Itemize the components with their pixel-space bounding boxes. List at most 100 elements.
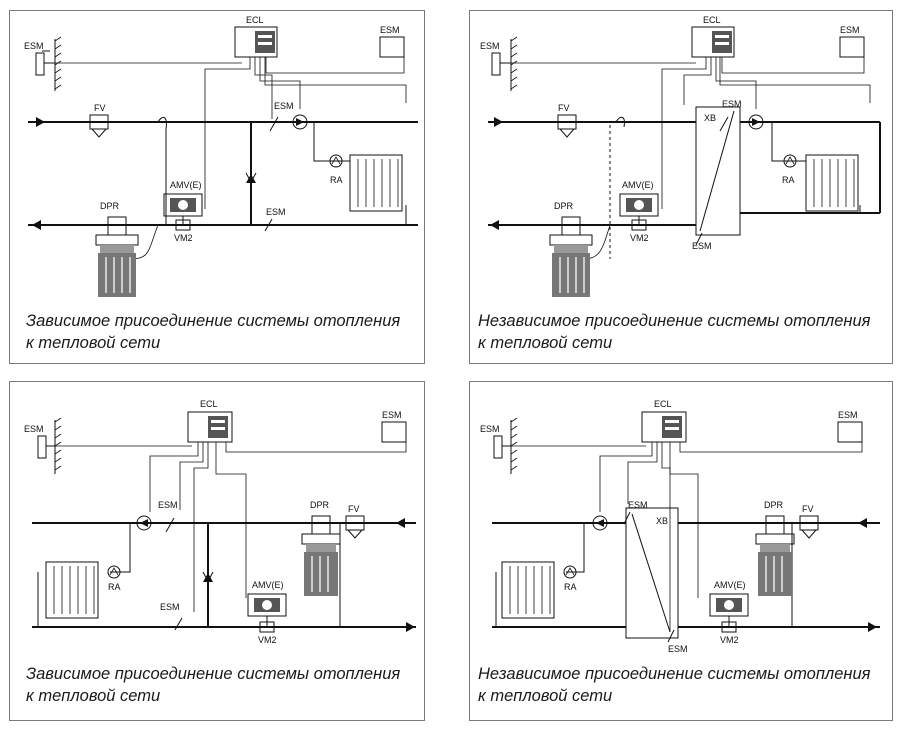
esm-label: ESM <box>628 500 648 510</box>
radiator-valve: RA <box>782 154 797 185</box>
outdoor-sensor: ESM <box>24 417 192 474</box>
diagram-dependent-bottom: ESM ECL ESM ESM <box>24 399 416 645</box>
actuator-amv: AMV(E) <box>163 180 203 225</box>
ecl-label: ECL <box>703 15 721 25</box>
pressure-regulator-dpr: DPR <box>95 201 139 297</box>
esm-label: ESM <box>266 207 286 217</box>
esm-label: ESM <box>24 424 44 434</box>
fv-label: FV <box>802 504 814 514</box>
caption-line1: Независимое присоединение системы отопле… <box>478 665 871 683</box>
filter-fv: FV <box>345 504 365 539</box>
radiator <box>501 561 555 619</box>
motorized-valve-vm2: VM2 <box>174 219 193 243</box>
radiator <box>349 154 403 212</box>
esm-label: ESM <box>668 644 688 654</box>
filter-fv: FV <box>89 103 109 138</box>
ecl-label: ECL <box>200 399 218 409</box>
xb-label: XB <box>656 516 668 526</box>
esm-label: ESM <box>480 424 500 434</box>
xb-label: XB <box>704 113 716 123</box>
ecl-controller: ECL <box>691 15 735 58</box>
motorized-valve-vm2: VM2 <box>258 621 277 645</box>
esm-label: ESM <box>840 25 860 35</box>
outdoor-sensor: ESM <box>24 36 242 91</box>
ra-label: RA <box>782 175 795 185</box>
radiator-valve: RA <box>329 154 343 185</box>
diagram-independent-top: ESM ECL ESM XB <box>480 15 881 297</box>
actuator-amv: AMV(E) <box>619 180 659 225</box>
outdoor-sensor: ESM <box>480 36 696 91</box>
panel-dependent-bottom: ESM ECL ESM ESM <box>9 381 425 721</box>
ecl-controller: ECL <box>234 15 278 58</box>
filter-fv: FV <box>557 103 577 138</box>
actuator-amv: AMV(E) <box>709 580 749 627</box>
radiator-valve: RA <box>563 565 577 592</box>
pressure-regulator-dpr: DPR <box>301 500 341 596</box>
vm2-label: VM2 <box>720 635 739 645</box>
ra-label: RA <box>108 582 121 592</box>
esm-label: ESM <box>160 602 180 612</box>
ra-label: RA <box>330 175 343 185</box>
ecl-label: ECL <box>654 399 672 409</box>
esm-label: ESM <box>838 410 858 420</box>
amv-label: AMV(E) <box>170 180 202 190</box>
fv-label: FV <box>348 504 360 514</box>
panel-dependent-top: ESM ECL ESM FV <box>9 10 425 364</box>
pressure-regulator-dpr: DPR <box>549 201 593 297</box>
esm-label: ESM <box>692 241 712 251</box>
amv-label: AMV(E) <box>252 580 284 590</box>
dpr-label: DPR <box>554 201 574 211</box>
actuator-amv: AMV(E) <box>247 580 287 627</box>
dpr-label: DPR <box>100 201 120 211</box>
caption-line2: к тепловой сети <box>26 334 161 352</box>
esm-label: ESM <box>158 500 178 510</box>
fv-label: FV <box>94 103 106 113</box>
outdoor-sensor: ESM <box>480 417 646 474</box>
room-sensor: ESM <box>679 410 863 453</box>
diagram-independent-bottom: ESM ECL ESM XB <box>480 399 880 654</box>
caption-line2: к тепловой сети <box>26 687 161 705</box>
heat-exchanger-xb: XB <box>625 507 679 639</box>
vm2-label: VM2 <box>258 635 277 645</box>
esm-label: ESM <box>382 410 402 420</box>
esm-label: ESM <box>380 25 400 35</box>
amv-label: AMV(E) <box>714 580 746 590</box>
panel-independent-top: ESM ECL ESM XB <box>469 10 893 364</box>
pump <box>592 515 608 531</box>
room-sensor: ESM <box>265 25 405 74</box>
amv-label: AMV(E) <box>622 180 654 190</box>
dpr-label: DPR <box>764 500 784 510</box>
caption-line1: Независимое присоединение системы отопле… <box>478 312 871 330</box>
pump <box>748 114 764 130</box>
room-sensor: ESM <box>721 25 865 74</box>
dpr-label: DPR <box>310 500 330 510</box>
heat-exchanger-xb: XB <box>695 106 741 236</box>
room-sensor: ESM <box>225 410 407 453</box>
ecl-controller: ECL <box>641 399 687 443</box>
pump <box>292 114 308 130</box>
fv-label: FV <box>558 103 570 113</box>
ecl-controller: ECL <box>187 399 233 443</box>
esm-label: ESM <box>274 101 294 111</box>
esm-label: ESM <box>24 41 44 51</box>
pressure-regulator-dpr: DPR <box>755 500 795 596</box>
ra-label: RA <box>564 582 577 592</box>
pump <box>136 515 152 531</box>
caption-line2: к тепловой сети <box>478 687 613 705</box>
panel-independent-bottom: ESM ECL ESM XB <box>469 381 893 721</box>
vm2-label: VM2 <box>174 233 193 243</box>
motorized-valve-vm2: VM2 <box>720 621 739 645</box>
filter-fv: FV <box>799 504 819 539</box>
esm-label: ESM <box>480 41 500 51</box>
caption-line2: к тепловой сети <box>478 334 613 352</box>
vm2-label: VM2 <box>630 233 649 243</box>
esm-label: ESM <box>722 99 742 109</box>
radiator <box>45 561 99 619</box>
motorized-valve-vm2: VM2 <box>630 219 649 243</box>
radiator <box>805 154 859 212</box>
caption-line1: Зависимое присоединение системы отоплени… <box>26 665 401 683</box>
ecl-label: ECL <box>246 15 264 25</box>
caption-line1: Зависимое присоединение системы отоплени… <box>26 312 401 330</box>
radiator-valve: RA <box>107 565 121 592</box>
diagram-dependent-top: ESM ECL ESM FV <box>24 15 418 297</box>
